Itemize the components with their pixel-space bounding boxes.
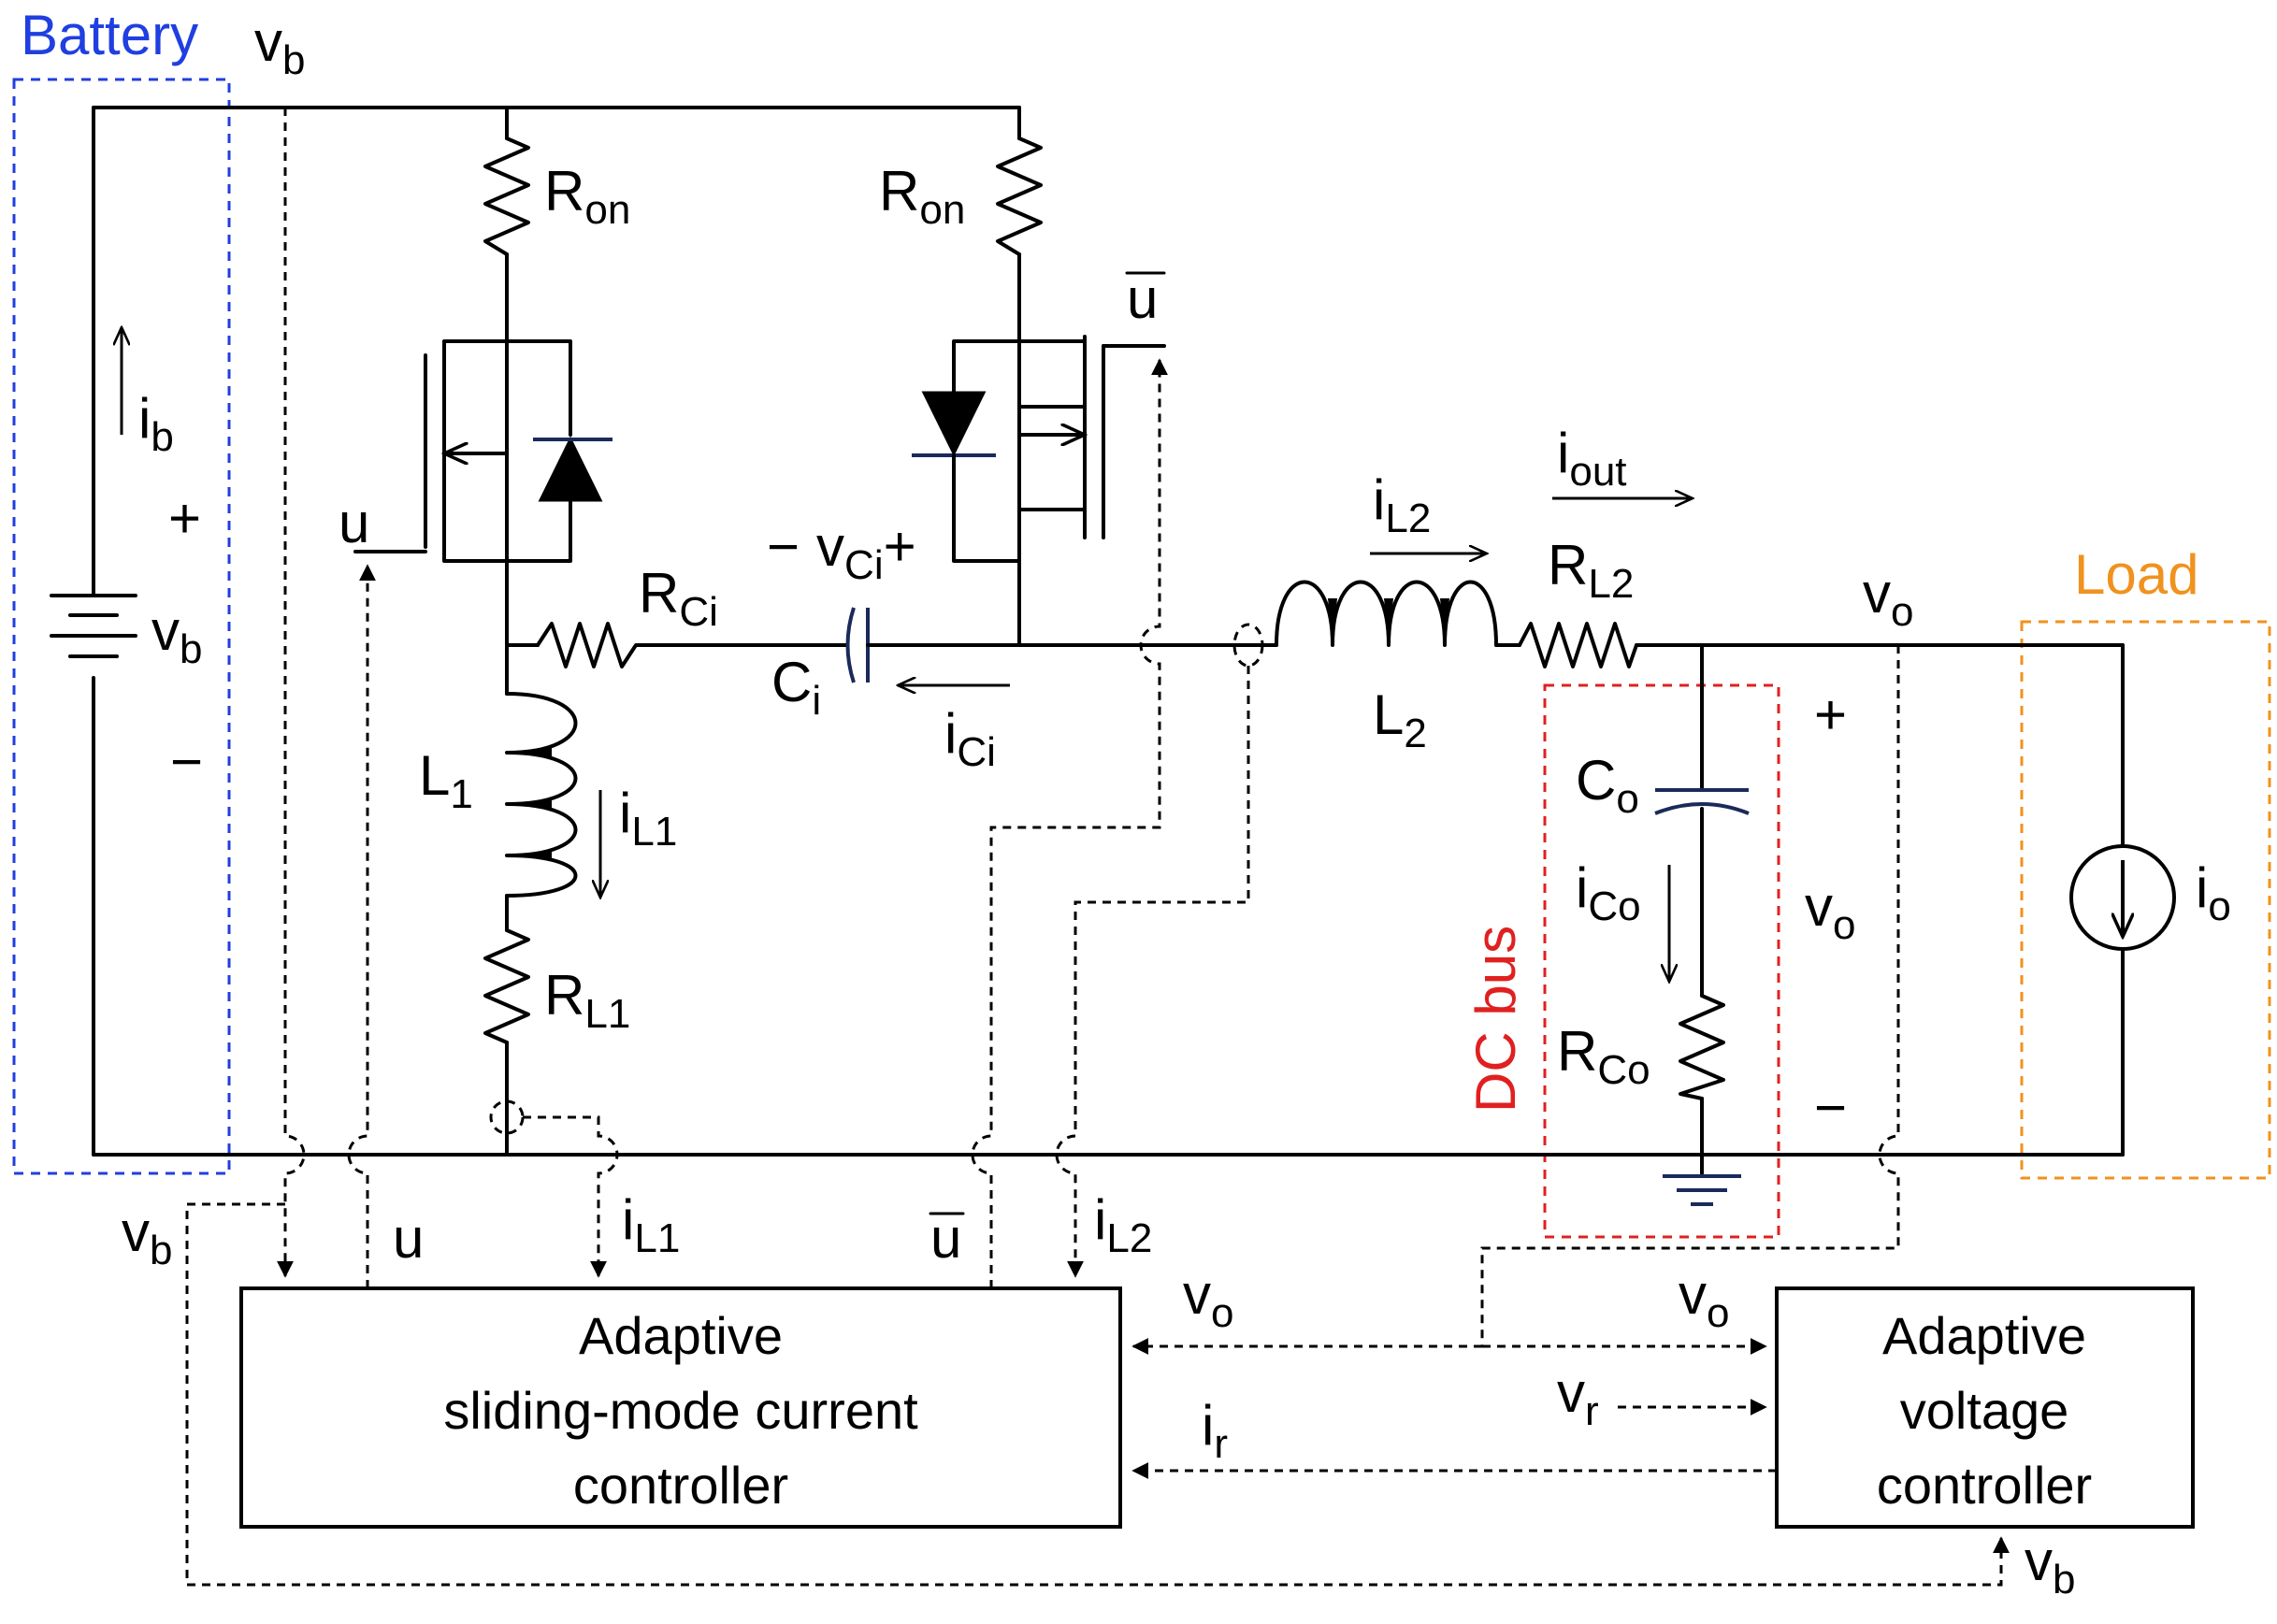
vo-node-label: vo bbox=[1863, 562, 1913, 635]
il2-label: iL2 bbox=[1373, 468, 1431, 541]
current-source bbox=[2069, 844, 2176, 951]
vo-plus-label: + bbox=[1814, 683, 1847, 746]
ico-label: iCo bbox=[1576, 856, 1641, 929]
ron-right-label: Ron bbox=[879, 160, 965, 233]
current-controller-line1: Adaptive bbox=[579, 1306, 783, 1365]
vr-label: vr bbox=[1557, 1361, 1599, 1434]
rco-label: RCo bbox=[1557, 1020, 1650, 1093]
ron-left-label: Ron bbox=[544, 160, 630, 233]
co-capacitor bbox=[1654, 788, 1750, 815]
il2-in-label: iL2 bbox=[1094, 1188, 1152, 1261]
l1-inductor bbox=[505, 692, 578, 898]
load-label: Load bbox=[2074, 543, 2198, 606]
il1-in-label: iL1 bbox=[622, 1188, 680, 1261]
battery-symbol bbox=[50, 594, 137, 658]
ici-label: iCi bbox=[944, 702, 996, 775]
rco-resistor bbox=[1679, 994, 1725, 1100]
power-wiring bbox=[92, 106, 2125, 1175]
vb-top-label: vb bbox=[254, 10, 305, 83]
battery-plus-label: + bbox=[168, 487, 201, 550]
vci-label: −vCi+ bbox=[767, 515, 916, 588]
rl1-resistor bbox=[483, 928, 530, 1044]
io-label: io bbox=[2196, 856, 2231, 929]
iout-label: iout bbox=[1557, 422, 1627, 495]
ir-label: ir bbox=[1202, 1394, 1228, 1467]
ground-symbol bbox=[1663, 1174, 1741, 1206]
rl2-label: RL2 bbox=[1548, 534, 1634, 607]
ron-left-resistor bbox=[483, 137, 530, 256]
battery-region: Battery bbox=[12, 4, 231, 1175]
rci-resistor bbox=[536, 622, 642, 668]
voltage-controller-block: Adaptive voltage controller bbox=[1775, 1286, 2195, 1529]
rl2-resistor bbox=[1518, 622, 1638, 668]
mosfet-left bbox=[405, 339, 612, 563]
rl1-label: RL1 bbox=[544, 964, 630, 1037]
ron-right-resistor bbox=[996, 137, 1043, 256]
vb-battery-label: vb bbox=[151, 599, 202, 672]
dc-bus-region: DC bus bbox=[1464, 683, 1780, 1239]
rci-label: RCi bbox=[639, 562, 718, 635]
vo-minus-label: − bbox=[1814, 1076, 1847, 1139]
l1-label: L1 bbox=[419, 744, 473, 817]
voltage-controller-line3: controller bbox=[1877, 1456, 2092, 1515]
mosfet-right bbox=[912, 335, 1166, 563]
battery-label: Battery bbox=[21, 4, 198, 66]
vo-bus-label: vo bbox=[1805, 875, 1855, 948]
voltage-controller-line2: voltage bbox=[1900, 1381, 2069, 1440]
dc-bus-label: DC bus bbox=[1464, 926, 1527, 1113]
co-label: Co bbox=[1576, 749, 1639, 822]
u-in-label: u bbox=[393, 1207, 424, 1270]
battery-minus-label: − bbox=[170, 730, 203, 793]
ci-label: Ci bbox=[771, 651, 821, 724]
u-gate-label: u bbox=[339, 492, 369, 554]
vo-cc-label: vo bbox=[1183, 1263, 1233, 1336]
current-controller-line3: controller bbox=[573, 1456, 788, 1515]
voltage-controller-line1: Adaptive bbox=[1882, 1306, 2086, 1365]
ci-capacitor bbox=[835, 607, 876, 683]
ib-label: ib bbox=[138, 387, 174, 460]
u-bar-in-label: u bbox=[930, 1207, 961, 1270]
vo-vc-label: vo bbox=[1679, 1263, 1729, 1336]
vb-bottom-label: vb bbox=[2025, 1530, 2075, 1602]
l2-inductor bbox=[1275, 580, 1498, 647]
current-controller-line2: sliding-mode current bbox=[443, 1381, 918, 1440]
current-controller-block: Adaptive sliding-mode current controller bbox=[239, 1286, 1122, 1529]
load-region: Load bbox=[2020, 543, 2271, 1180]
vb-left-label: vb bbox=[122, 1200, 172, 1273]
signal-lines bbox=[185, 108, 2010, 1587]
il1-label: iL1 bbox=[619, 782, 677, 855]
u-bar-gate-label: u bbox=[1127, 267, 1158, 330]
l2-label: L2 bbox=[1373, 683, 1427, 756]
